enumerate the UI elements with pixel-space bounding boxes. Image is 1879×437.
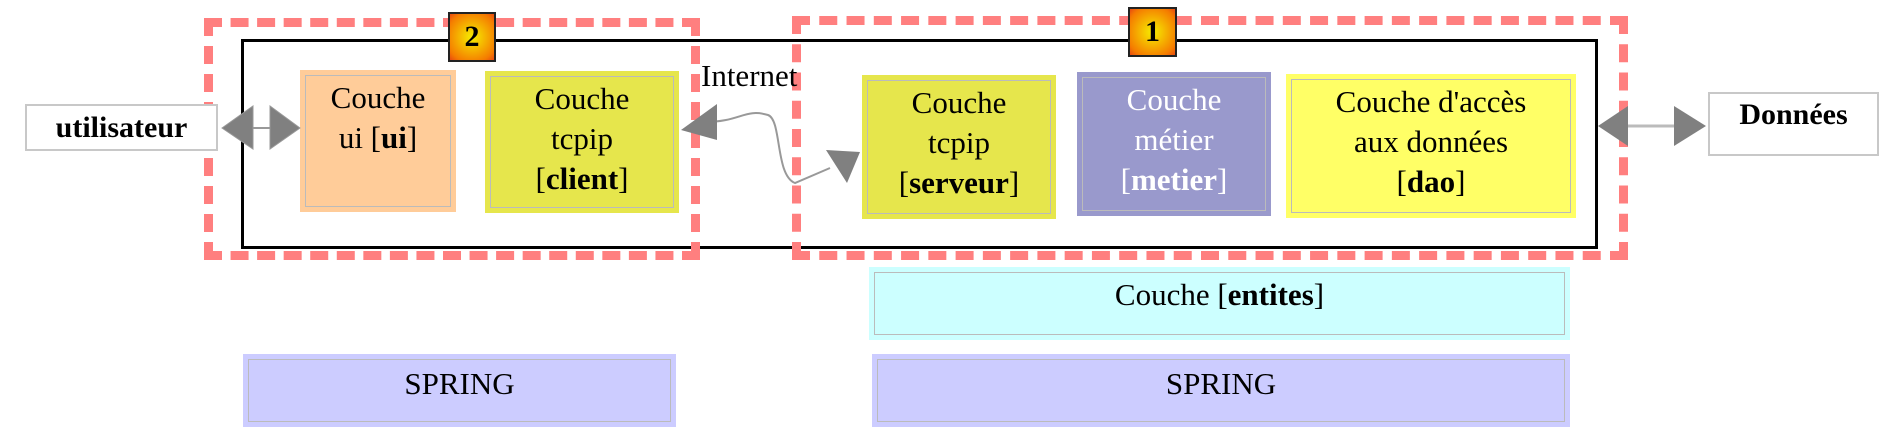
user-box: utilisateur: [25, 104, 218, 151]
layer-metier-name: metier: [1130, 162, 1218, 197]
layer-ui: Couche ui [ui]: [300, 70, 456, 212]
spring-left-label: SPRING: [404, 366, 515, 401]
internet-arrow: [681, 104, 860, 185]
spring-right-label: SPRING: [1165, 366, 1277, 401]
suffix: ]: [1313, 277, 1325, 312]
layer-tcpip-client: Couche tcpip [client]: [485, 71, 679, 213]
prefix: [: [1396, 164, 1407, 199]
layer-ui-line1: Couche: [330, 80, 426, 115]
layer-metier-line1: Couche: [1126, 82, 1222, 117]
spring-right: SPRING: [872, 354, 1570, 427]
badge-client-side: 2: [448, 12, 496, 62]
badge-server-side: 1: [1128, 7, 1177, 57]
data-box: Données: [1708, 92, 1879, 156]
layer-entites: Couche [entites]: [869, 267, 1570, 340]
layer-entites-name: entites: [1227, 277, 1314, 312]
dao-data-arrow: [1598, 106, 1706, 146]
layer-tcpip-server-line2: tcpip: [928, 125, 990, 160]
layer-tcpip-server-line1: Couche: [911, 85, 1007, 120]
layer-dao-name: dao: [1406, 164, 1456, 199]
suffix: ]: [1008, 165, 1020, 200]
suffix: ]: [1455, 164, 1466, 199]
layer-ui-name: ui: [381, 120, 407, 155]
prefix: [: [535, 161, 546, 196]
internet-label: Internet: [701, 58, 798, 93]
layer-dao: Couche d'accès aux données [dao]: [1286, 74, 1576, 218]
layer-tcpip-server-name: serveur: [909, 165, 1009, 200]
layer-dao-line2: aux données: [1353, 124, 1509, 159]
layer-tcpip-server: Couche tcpip [serveur]: [862, 75, 1056, 219]
layer-metier-line2: métier: [1134, 122, 1214, 157]
layer-dao-line1: Couche d'accès: [1335, 84, 1527, 119]
layer-metier: Couche métier [metier]: [1077, 72, 1271, 216]
layer-ui-prefix: ui [: [338, 120, 381, 155]
data-label: Données: [1739, 98, 1848, 131]
prefix: [: [1120, 162, 1131, 197]
prefix: [: [898, 165, 910, 200]
layer-ui-suffix: ]: [406, 120, 418, 155]
suffix: ]: [618, 161, 629, 196]
layer-tcpip-client-name: client: [545, 161, 619, 196]
spring-left: SPRING: [243, 354, 676, 427]
application-frame: [241, 39, 1598, 249]
layer-tcpip-client-line1: Couche: [534, 81, 630, 116]
suffix: ]: [1217, 162, 1228, 197]
prefix: Couche [: [1114, 277, 1228, 312]
user-label: utilisateur: [55, 110, 188, 144]
user-ui-arrow: [221, 105, 301, 150]
layer-tcpip-client-line2: tcpip: [551, 121, 613, 156]
